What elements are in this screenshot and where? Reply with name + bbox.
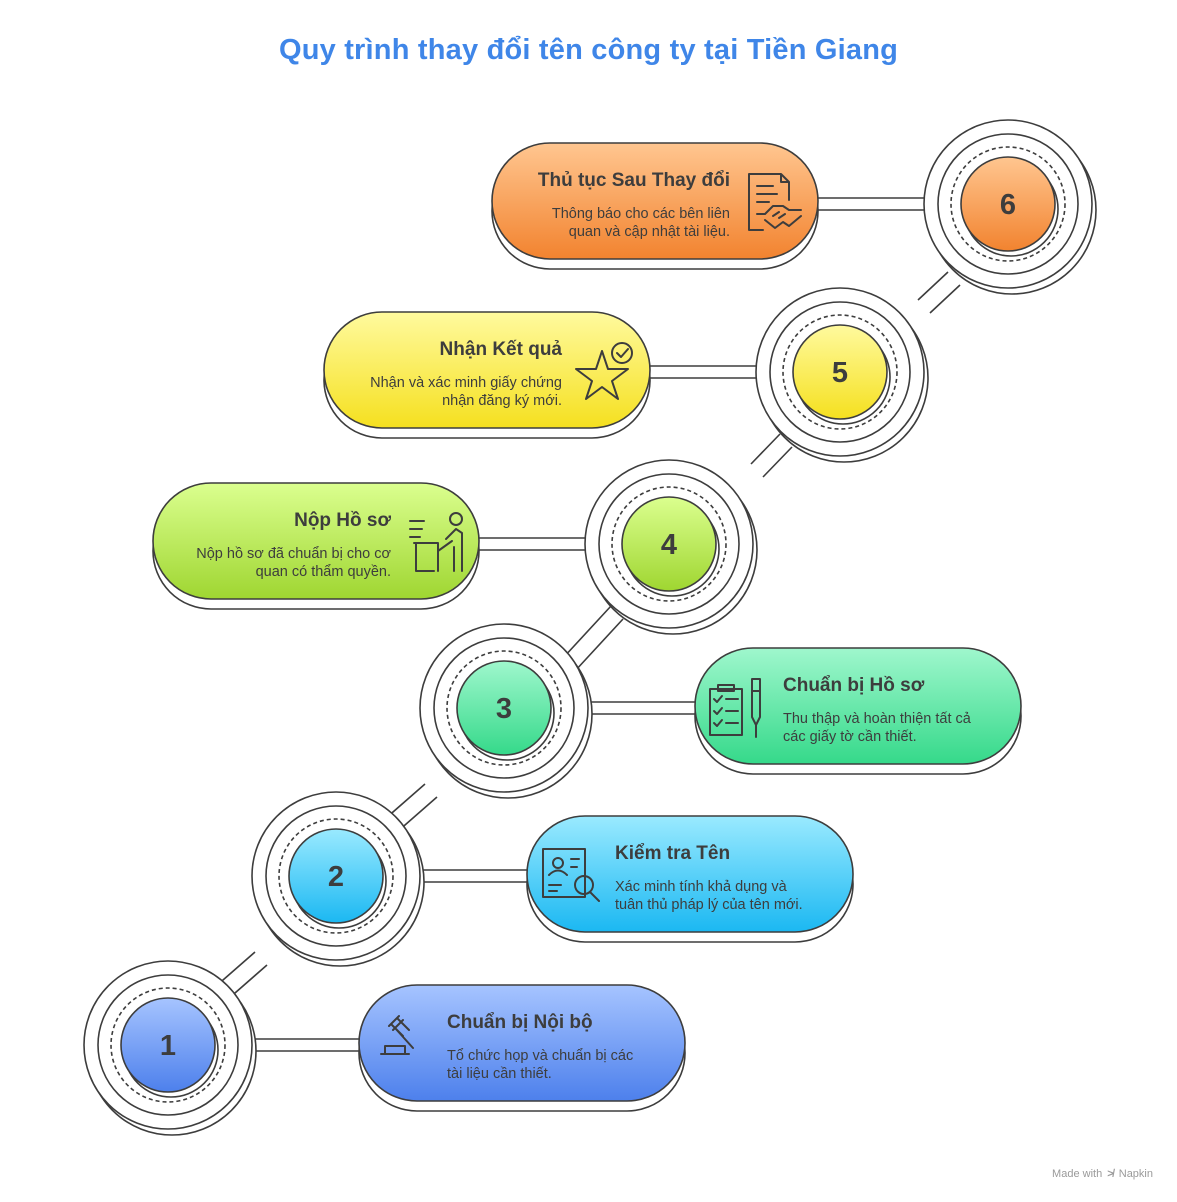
- step-title: Chuẩn bị Hồ sơ: [783, 675, 925, 696]
- step-3: 3 Chuẩn bị Hồ sơ Thu thập và hoàn thiện tấ…: [419, 623, 1022, 799]
- step-number: 3: [496, 693, 512, 725]
- step-description-line: quan có thẩm quyền.: [256, 564, 391, 580]
- gavel-icon: [380, 1015, 414, 1055]
- step-number: 4: [661, 529, 677, 561]
- step-number: 2: [328, 861, 344, 893]
- step-title: Chuẩn bị Nội bộ: [447, 1012, 593, 1033]
- star-check-icon: [575, 342, 633, 400]
- step-number: 6: [1000, 189, 1016, 221]
- step-card: [152, 482, 480, 600]
- person-desk-icon: [409, 512, 463, 572]
- step-description-line: Xác minh tính khả dụng và: [615, 879, 788, 895]
- step-ring: [584, 459, 758, 635]
- step-title: Nộp Hồ sơ: [294, 510, 391, 531]
- step-description-line: các giấy tờ cần thiết.: [783, 729, 917, 745]
- step-number-badge: [960, 156, 1056, 252]
- step-ring: [419, 623, 593, 799]
- made-with-label: Made with: [1052, 1168, 1103, 1180]
- step-title: Nhận Kết quả: [440, 339, 563, 360]
- step-number-badge: [120, 997, 216, 1093]
- step-description-line: Tổ chức họp và chuẩn bị các: [447, 1048, 633, 1064]
- checklist-pen-icon: [709, 678, 761, 738]
- step-card: [526, 815, 854, 933]
- id-card-search-icon: [542, 848, 600, 902]
- step-ring: [755, 287, 929, 463]
- napkin-brand: Napkin: [1118, 1168, 1153, 1180]
- step-number-badge: [456, 660, 552, 756]
- step-description-line: nhận đăng ký mới.: [442, 393, 562, 409]
- diagram-title: Quy trình thay đổi tên công ty tại Tiền …: [278, 34, 899, 66]
- step-connector: [818, 197, 924, 211]
- napkin-credit: Made with ≯ Napkin: [1052, 1168, 1153, 1180]
- step-connector: [588, 701, 695, 715]
- step-ring: [83, 960, 257, 1136]
- step-card: [491, 142, 819, 260]
- step-title: Kiểm tra Tên: [615, 843, 730, 864]
- step-title: Thủ tục Sau Thay đổi: [538, 170, 730, 191]
- step-number: 1: [160, 1030, 176, 1062]
- step-connector: [252, 1038, 359, 1052]
- step-description-line: Thu thập và hoàn thiện tất cả: [783, 711, 972, 727]
- step-description-line: Nộp hồ sơ đã chuẩn bị cho cơ: [196, 546, 391, 562]
- document-handshake-icon: [748, 173, 802, 231]
- napkin-logo-icon: ≯: [1107, 1168, 1114, 1180]
- step-card: [358, 984, 686, 1102]
- step-number-badge: [288, 828, 384, 924]
- step-4: 4 Nộp Hồ sơ Nộp hồ sơ đã chuẩn bị cho cơ qu…: [152, 459, 758, 635]
- step-description-line: Thông báo cho các bên liên: [552, 206, 730, 222]
- step-description-line: tài liệu cần thiết.: [447, 1066, 552, 1082]
- step-card: [694, 647, 1022, 765]
- step-ring: [923, 119, 1097, 295]
- step-1: 1 Chuẩn bị Nội bộ Tổ chức họp và chuẩn bị …: [83, 960, 686, 1136]
- step-number-badge: [792, 324, 888, 420]
- step-connector: [650, 365, 756, 379]
- step-ring: [251, 791, 425, 967]
- step-connector: [420, 869, 527, 883]
- step-connector: [479, 537, 585, 551]
- step-number-badge: [621, 496, 717, 592]
- step-description-line: quan và cập nhật tài liệu.: [569, 224, 730, 240]
- step-card: [323, 311, 651, 429]
- step-description-line: Nhận và xác minh giấy chứng: [370, 375, 562, 391]
- step-number: 5: [832, 357, 848, 389]
- step-description-line: tuân thủ pháp lý của tên mới.: [615, 897, 803, 913]
